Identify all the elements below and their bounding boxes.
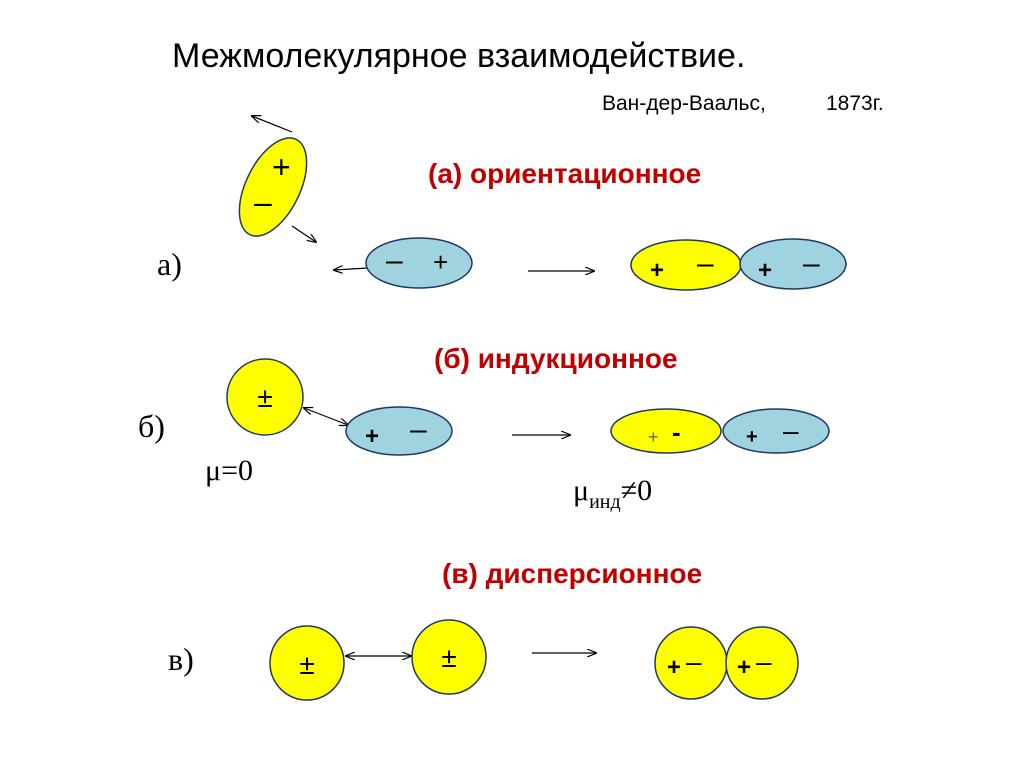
tilted-dipole-minus-sign: – — [254, 184, 272, 220]
section-a-heading: (а) ориентационное — [428, 158, 701, 189]
result-blue-dipole — [739, 238, 847, 290]
result-atom-2 — [725, 626, 799, 700]
atom-2-sign: ± — [441, 642, 456, 673]
inducing-dipole-minus-sign: – — [410, 413, 427, 446]
result-atom-1-minus-sign: – — [686, 646, 702, 677]
result-atom-2-minus-sign: – — [756, 646, 772, 677]
section-b-heading: (б) индукционное — [434, 343, 678, 374]
result-yellow-dipole — [630, 239, 742, 291]
section-c-label: в) — [168, 641, 194, 677]
result-dipole-b-minus-sign: – — [783, 415, 799, 446]
author-label: Ван-дер-Ваальс, — [602, 92, 766, 115]
blue-dipole-minus-sign: – — [386, 244, 403, 277]
mu-zero-label: μ=0 — [205, 454, 253, 487]
neutral-molecule-sign: ± — [257, 382, 272, 413]
tilted-dipole-molecule — [238, 137, 308, 237]
result-yellow-minus-sign: – — [697, 247, 714, 280]
mu-induced-subscript: инд — [589, 491, 621, 513]
result-blue-plus-sign: + — [758, 257, 772, 284]
induced-dipole-molecule — [610, 408, 722, 454]
mu-induced-label: μинд≠0 — [573, 474, 652, 513]
inducing-dipole-plus-sign: + — [365, 423, 379, 450]
tilted-dipole-plus-sign: + — [272, 149, 291, 185]
result-atom-1-plus-sign: + — [667, 654, 681, 681]
rotation-arrow-up — [252, 116, 293, 133]
result-dipole-molecule-b — [722, 408, 830, 454]
page-title: Межмолекулярное взаимодействие. — [172, 37, 745, 75]
rotation-arrow-down — [291, 225, 316, 242]
dipole-left-arrow — [334, 268, 369, 270]
result-atom-2-plus-sign: + — [737, 654, 751, 681]
blue-dipole-plus-sign: + — [433, 247, 448, 277]
induction-double-arrow — [304, 408, 348, 425]
atom-1 — [269, 625, 345, 701]
induced-dipole-minus-sign: - — [672, 417, 681, 447]
section-a-label: а) — [157, 246, 182, 282]
mu-induced-symbol: μ — [573, 474, 589, 507]
atom-1-sign: ± — [299, 649, 314, 680]
result-dipole-b-plus-sign: + — [746, 426, 758, 448]
neutral-molecule — [226, 358, 304, 436]
year-label: 1873г. — [826, 92, 884, 115]
section-b-label: б) — [138, 408, 165, 444]
result-yellow-plus-sign: + — [650, 257, 664, 284]
result-blue-minus-sign: – — [803, 247, 820, 280]
mu-induced-value: ≠0 — [621, 474, 652, 507]
induced-dipole-plus-sign: + — [648, 427, 659, 447]
atom-2 — [411, 619, 487, 695]
inducing-dipole-molecule — [345, 406, 453, 456]
blue-dipole-molecule — [365, 237, 473, 289]
section-c-heading: (в) дисперсионное — [442, 558, 702, 589]
